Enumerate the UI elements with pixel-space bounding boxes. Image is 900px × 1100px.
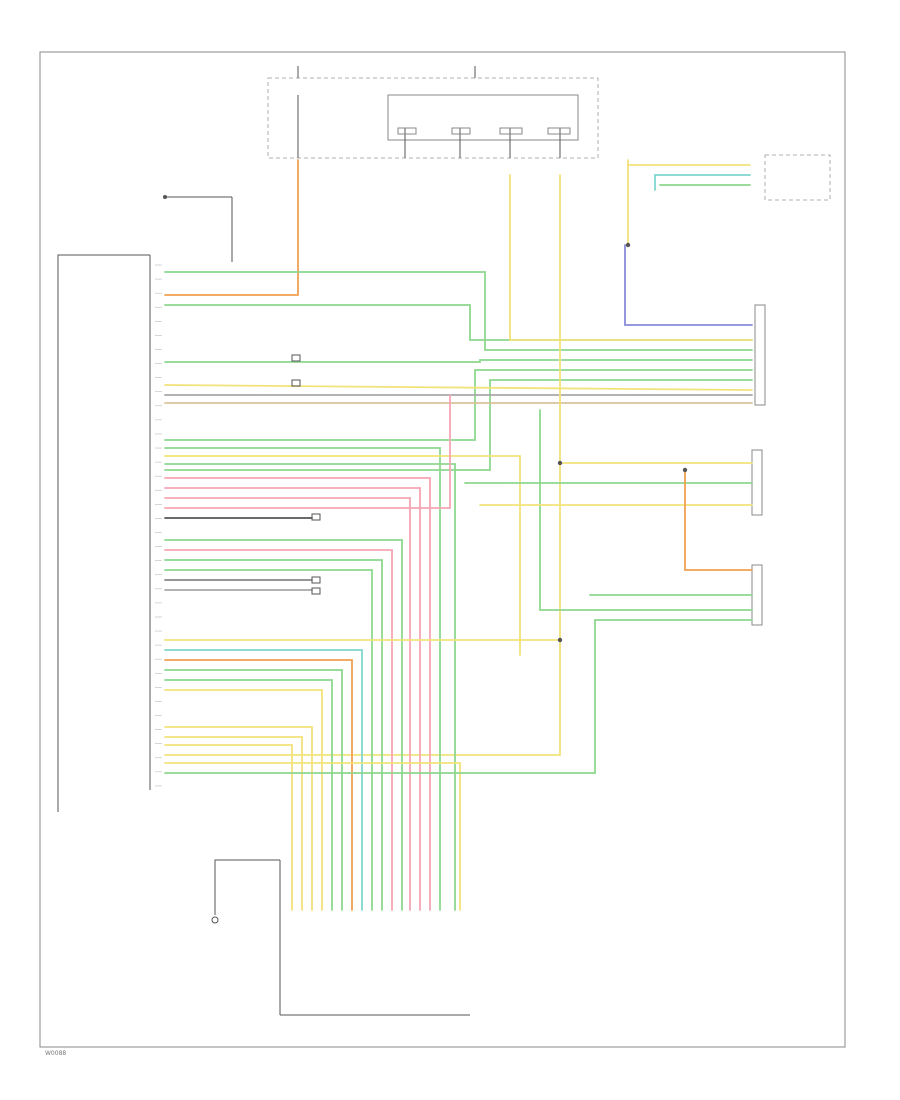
splice-icon — [625, 242, 631, 248]
connector-icon — [311, 576, 321, 584]
connector-symbols — [291, 242, 688, 643]
connector-icon — [291, 379, 301, 387]
powertrain-control-module — [57, 254, 151, 812]
pin-number-column — [155, 264, 162, 787]
splice-icon — [163, 195, 167, 199]
bottom-connector — [211, 859, 470, 1016]
upper-left-connector — [163, 195, 233, 262]
splice-icon — [557, 460, 563, 466]
right-module-1 — [754, 304, 766, 406]
connector-icon — [291, 354, 301, 362]
diagram-frame — [39, 51, 846, 1048]
right-top-connector — [764, 154, 831, 201]
splice-icon — [557, 637, 563, 643]
wires — [164, 159, 753, 911]
right-module-2 — [751, 449, 763, 516]
right-module-3 — [751, 564, 763, 626]
diagram-code: W0088 — [45, 1050, 66, 1057]
connector-icon — [311, 587, 321, 595]
ground-icon — [211, 916, 219, 924]
connector-icon — [311, 513, 321, 521]
fuse-relay-center — [267, 66, 599, 159]
splice-icon — [682, 467, 688, 473]
